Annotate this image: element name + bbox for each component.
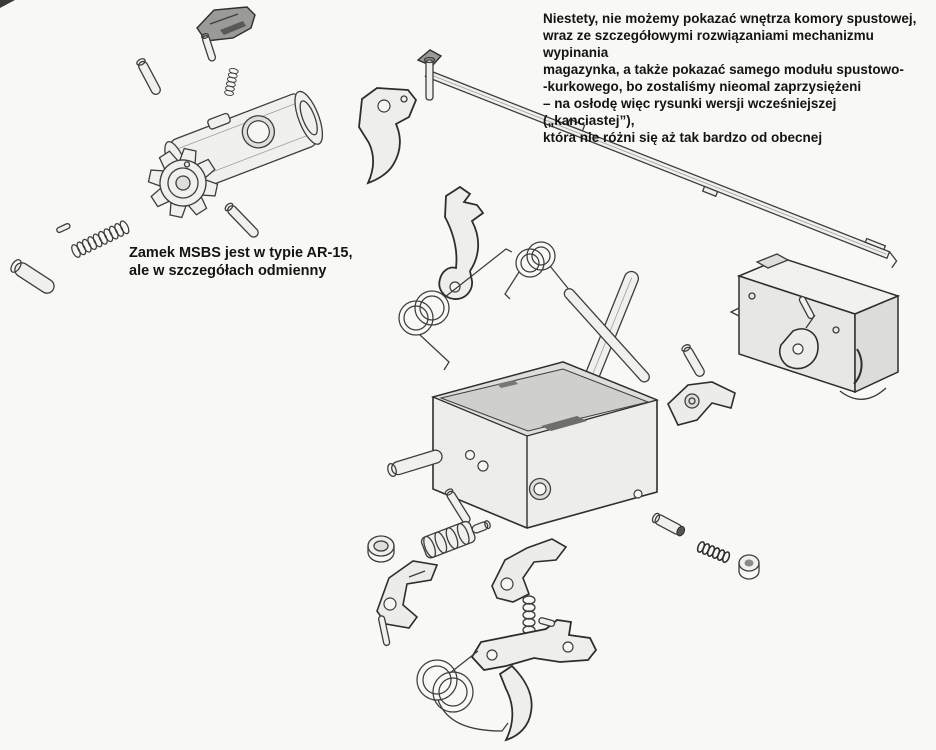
selector-knob xyxy=(367,535,395,563)
firing-pin-spring xyxy=(69,219,132,260)
housing-slot xyxy=(541,416,587,431)
note-line: – na osłodę więc rysunki wersji wcześnie… xyxy=(543,96,837,128)
cam-pin xyxy=(136,58,161,95)
extractor-spring xyxy=(223,67,240,97)
bolt-assembly xyxy=(10,6,324,294)
detent-bushing xyxy=(738,554,760,580)
trigger-mechanism xyxy=(358,49,901,742)
lower-trigger-spring xyxy=(416,650,509,732)
gas-piston-pin xyxy=(10,259,55,294)
trigger-blade xyxy=(498,664,533,742)
connector-bar xyxy=(563,288,650,383)
housing-pin-long xyxy=(387,449,443,477)
retaining-pin xyxy=(56,222,71,234)
rear-receiver-block xyxy=(729,253,901,400)
lower-trigger xyxy=(470,617,598,742)
caption-line: Zamek MSBS jest w typie AR-15, xyxy=(129,245,353,261)
hammer xyxy=(438,185,485,300)
scan-artifact xyxy=(0,0,15,8)
trigger-upper xyxy=(358,87,418,185)
detent-pin xyxy=(651,512,686,537)
note-line: magazynka, a także pokazać samego modułu… xyxy=(543,62,904,77)
caption-line: ale w szczegółach odmienny xyxy=(129,263,327,279)
rail-post-pin xyxy=(416,49,443,101)
trigger-housing-box xyxy=(430,361,660,529)
note-line: która nie różni się aż tak bardzo od obe… xyxy=(543,130,823,145)
intro-note: Niestety, nie możemy pokazać wnętrza kom… xyxy=(543,10,931,146)
trigger-guard-arc xyxy=(839,387,887,400)
pivot-pin xyxy=(681,344,705,377)
safety-selector-lever xyxy=(376,560,439,629)
magazine-catch-lever xyxy=(667,381,736,426)
bolt-pin xyxy=(224,202,259,238)
note-line: -kurkowego, bo zostaliśmy nieomal zaprzy… xyxy=(543,79,862,94)
bolt-caption: Zamek MSBS jest w typie AR-15, ale w szc… xyxy=(129,244,352,280)
installed-trigger-blade xyxy=(853,348,863,385)
extractor xyxy=(196,6,256,42)
sear xyxy=(491,538,568,603)
note-line: wraz ze szczegółowymi rozwiązaniami mech… xyxy=(543,28,874,60)
trigger-bar-rail xyxy=(424,69,898,269)
extractor-pin xyxy=(200,32,217,62)
selector-cam xyxy=(420,520,491,559)
safety-pin xyxy=(377,615,391,647)
detent-spring xyxy=(695,540,732,564)
note-line: Niestety, nie możemy pokazać wnętrza kom… xyxy=(543,11,917,26)
bolt-head xyxy=(147,147,219,219)
hammer-spring-left xyxy=(398,248,513,371)
